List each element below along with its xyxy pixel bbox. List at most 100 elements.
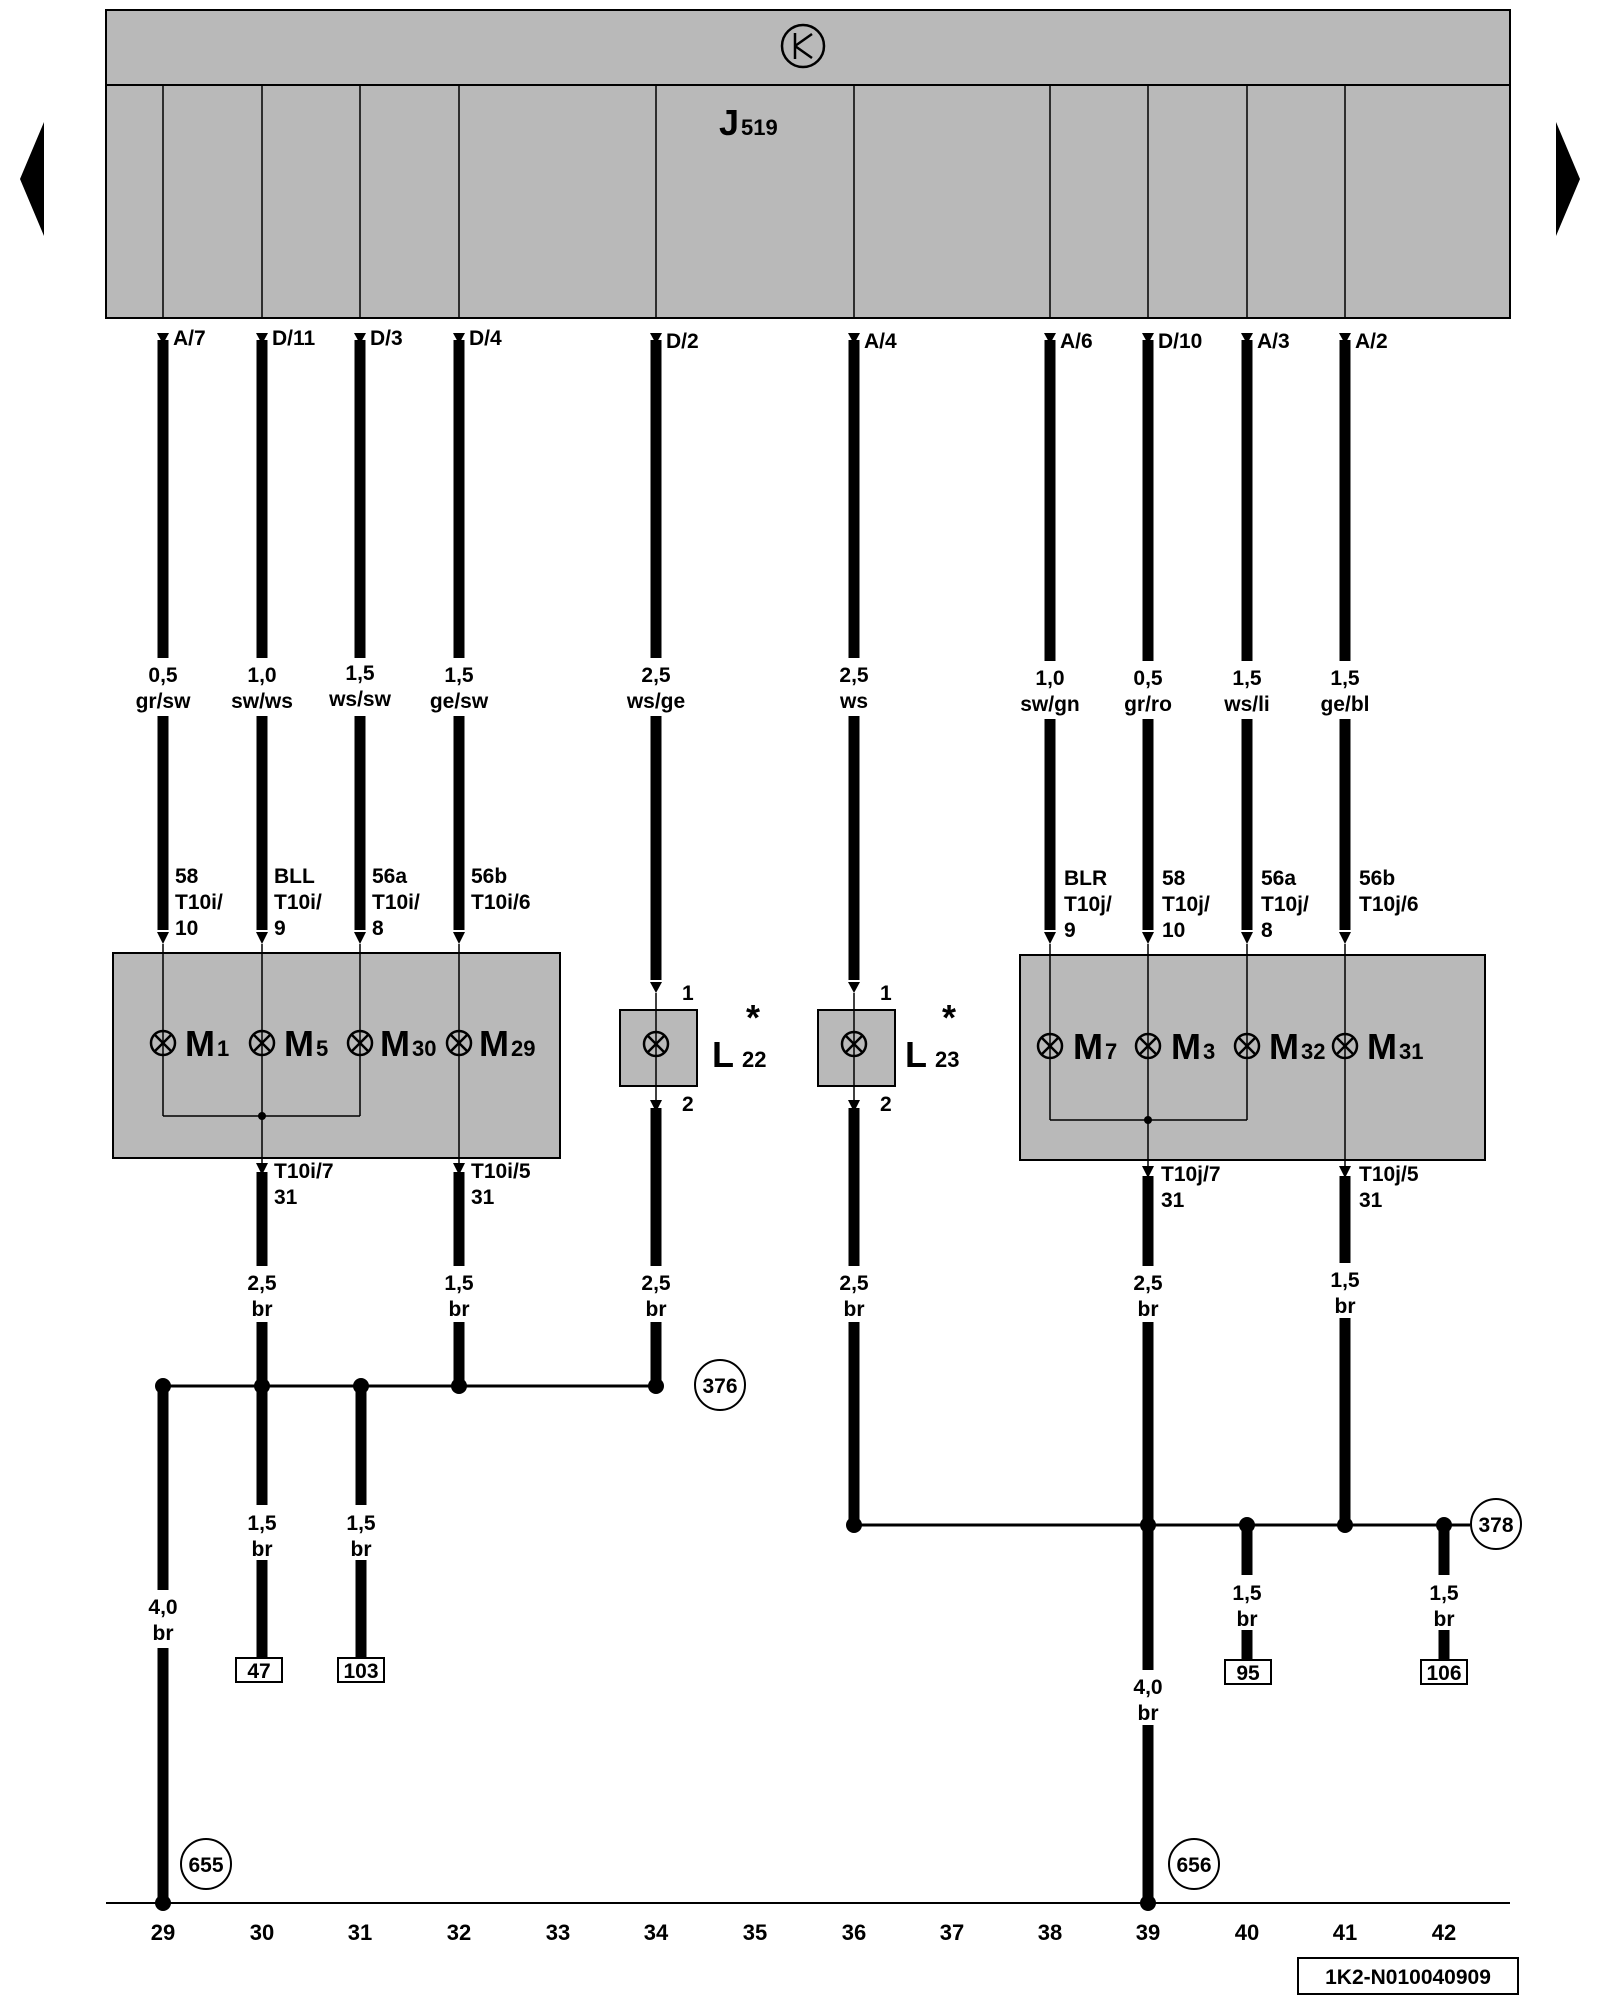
lamp-box-right: M7 M3 M32 M31 (1019, 944, 1486, 1172)
pin-number: 2 (880, 1093, 892, 1116)
connector-label: T10i/ (175, 891, 223, 914)
ref-number: 656 (1176, 1854, 1211, 1877)
wire-label: ge/sw (430, 690, 489, 713)
ground-connector-label: 31 (1359, 1189, 1383, 1212)
control-unit-j519: J519 (105, 9, 1511, 319)
track-number: 37 (940, 1920, 964, 1945)
diagram-id: 1K2-N010040909 (1325, 1966, 1491, 1989)
connector-label: 56b (1359, 867, 1395, 890)
ref-circle-376[interactable]: 376 (694, 1359, 746, 1411)
wire-label: br (153, 1622, 174, 1645)
track-number: 38 (1038, 1920, 1062, 1945)
wire-label: 1,5 (1232, 1582, 1262, 1605)
pin-label: D/3 (370, 327, 403, 350)
connector-label: 8 (372, 917, 384, 940)
ref-circle-655[interactable]: 655 (180, 1838, 232, 1890)
pin-label: D/4 (469, 327, 502, 350)
ground-connector-label: T10j/7 (1161, 1163, 1221, 1186)
wire-label: 0,5 (148, 664, 178, 687)
track-number: 39 (1136, 1920, 1160, 1945)
connector-label: BLR (1064, 867, 1107, 890)
ground-connector-label: T10i/5 (471, 1160, 531, 1183)
connector-label: T10j/ (1261, 893, 1309, 916)
wire-label: 1,5 (247, 1512, 277, 1535)
lamp-label: M31 (1367, 1026, 1423, 1067)
lamp-note-star: * (746, 997, 760, 1038)
connector-label: T10i/ (372, 891, 420, 914)
wire-label: 1,0 (1035, 667, 1064, 690)
ground-connector-label: T10j/5 (1359, 1163, 1419, 1186)
pin-number: 1 (880, 982, 892, 1005)
ref-number: 106 (1426, 1662, 1461, 1685)
connector-label: 10 (1162, 919, 1185, 942)
wire-label: 4,0 (148, 1596, 177, 1619)
upper-wires (157, 340, 1351, 980)
connector-label: 9 (1064, 919, 1076, 942)
lamp-label: M30 (380, 1023, 436, 1064)
wire-label: sw/ws (231, 690, 293, 713)
pin-number: 1 (682, 982, 694, 1005)
connector-label: T10j/ (1162, 893, 1210, 916)
wire-label: 1,0 (247, 664, 276, 687)
wire-label: gr/sw (136, 690, 192, 713)
pin-label: A/6 (1060, 330, 1093, 353)
connector-label: T10i/ (274, 891, 322, 914)
wire-label: br (252, 1538, 273, 1561)
connector-label: T10i/6 (471, 891, 531, 914)
pin-label: D/11 (272, 327, 316, 350)
wire-label: 4,0 (1133, 1676, 1162, 1699)
ground-connector-label: T10i/7 (274, 1160, 334, 1183)
wire-label: gr/ro (1124, 693, 1172, 716)
wire-label: 1,5 (444, 1272, 474, 1295)
wire-label: ws/li (1223, 693, 1270, 716)
wire-label: 2,5 (641, 1272, 671, 1295)
wire-label: 1,5 (1330, 667, 1360, 690)
track-number: 36 (842, 1920, 866, 1945)
ground-connector-label: 31 (1161, 1189, 1185, 1212)
connector-label: T10j/ (1064, 893, 1112, 916)
wire-label: 1,5 (444, 664, 474, 687)
track-number: 30 (250, 1920, 274, 1945)
connector-label: BLL (274, 865, 315, 888)
ref-box-103[interactable]: 103 (337, 1657, 385, 1683)
track-number: 35 (743, 1920, 767, 1945)
ref-circle-378[interactable]: 378 (1470, 1498, 1522, 1550)
wire-label: br (1138, 1702, 1159, 1725)
connector-label: 9 (274, 917, 286, 940)
wire-label: 2,5 (839, 664, 869, 687)
lamp-note-star: * (942, 997, 956, 1038)
lamp-label: M7 (1073, 1026, 1117, 1067)
prev-page-arrow-icon[interactable] (20, 122, 44, 236)
ref-number: 103 (343, 1660, 378, 1683)
wire-label: 1,5 (346, 1512, 376, 1535)
track-number: 41 (1333, 1920, 1357, 1945)
wire-label: 1,5 (1429, 1582, 1459, 1605)
next-page-arrow-icon[interactable] (1556, 122, 1580, 236)
control-unit-name: J519 (719, 102, 778, 143)
wire-label: 0,5 (1133, 667, 1163, 690)
connector-label: 58 (175, 865, 199, 888)
pin-label: A/7 (173, 327, 206, 350)
wire-label: ws (839, 690, 868, 713)
wire-label: ge/bl (1320, 693, 1369, 716)
ref-box-47[interactable]: 47 (235, 1657, 283, 1683)
ref-box-106[interactable]: 106 (1420, 1659, 1468, 1685)
track-number: 29 (151, 1920, 175, 1945)
connector-label: T10j/6 (1359, 893, 1419, 916)
pin-label: D/10 (1158, 330, 1202, 353)
track-number: 42 (1432, 1920, 1456, 1945)
ref-box-95[interactable]: 95 (1224, 1659, 1272, 1685)
track-number: 32 (447, 1920, 471, 1945)
ref-number: 378 (1478, 1514, 1513, 1537)
connector-label: 56b (471, 865, 507, 888)
track-number: 40 (1235, 1920, 1259, 1945)
pin-label: A/4 (864, 330, 897, 353)
ref-circle-656[interactable]: 656 (1168, 1838, 1220, 1890)
ref-number: 47 (247, 1660, 270, 1683)
electronics-symbol-icon (780, 23, 826, 69)
pin-label: D/2 (666, 330, 699, 353)
diagram-id-box: 1K2-N010040909 (1297, 1957, 1519, 1995)
wire-label: 1,5 (345, 662, 375, 685)
